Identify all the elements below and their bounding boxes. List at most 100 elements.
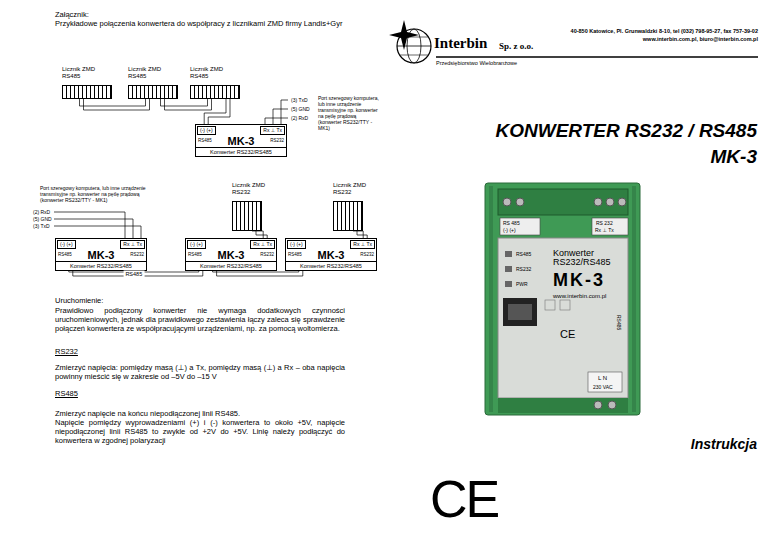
wire: [256, 231, 267, 238]
model-name: MK-3: [218, 249, 245, 261]
port-label: RS232: [260, 252, 274, 258]
meter-heading: Licznik ZMD RS485: [62, 66, 102, 80]
meter-terminal: Licznik ZMD RS485: [62, 66, 112, 99]
text-label: Przedsiębiorstwo Wielobranżowe: [436, 60, 517, 67]
converter-box: (-) (+)Rx ⊥ TxRS485MK-3RS232Konwerter RS…: [55, 238, 147, 271]
port-label: RS485: [288, 252, 302, 258]
meter-heading: Licznik ZMD RS485: [128, 66, 168, 80]
wire: [213, 271, 299, 272]
text-label: Port szeregowy komputera, lub inne urząd…: [318, 95, 380, 131]
name-row: RS485 MK-3 RS232: [196, 135, 286, 147]
terminal-label: Rx ⊥ Tx: [120, 240, 145, 249]
text-label: Sp. z o.o.: [499, 41, 533, 52]
terminal-label: (-) (+): [197, 126, 216, 135]
terminal-label: (-) (+): [187, 240, 206, 249]
meter-terminal: Licznik ZMD RS485: [128, 66, 178, 99]
text-label: Konwerter RS232/RS485: [553, 249, 625, 268]
wire: [161, 99, 208, 106]
text-label: KONWERTER RS232 / RS485: [495, 120, 757, 143]
text-label: www.interbin.com.pl, biuro@interbin.com.…: [643, 36, 758, 43]
text-label: Rx ⊥ Tx: [595, 227, 614, 233]
text-label: (2) RxD: [33, 209, 50, 215]
wire: [252, 231, 263, 238]
terminal-block: [190, 85, 240, 99]
text-label: CE: [430, 468, 498, 530]
company-logo: [389, 20, 431, 63]
wire: [357, 231, 367, 238]
text-label: www.interbin.com.pl: [553, 293, 606, 300]
text-label: PWR: [516, 281, 528, 287]
text-label: RS232: [516, 266, 531, 272]
header-rule: [436, 56, 758, 58]
converter-box: (-) (+)Rx ⊥ TxRS485MK-3RS232Konwerter RS…: [185, 238, 277, 271]
terminal-label: (-) (+): [57, 240, 76, 249]
name-row: RS485 MK-3 RS232: [56, 249, 146, 261]
port-label: RS232: [270, 138, 284, 144]
wire-pair: [252, 231, 267, 238]
text-label: Zmierzyć napięcia: pomiędzy masą (⊥) a T…: [55, 363, 345, 381]
terminal-row: (-) (+) Rx ⊥ Tx: [196, 125, 286, 135]
model-name: MK-3: [318, 249, 345, 261]
terminal-row: (-) (+)Rx ⊥ Tx: [186, 239, 276, 249]
terminal-label: Rx ⊥ Tx: [350, 240, 375, 249]
port-label: RS232: [130, 252, 144, 258]
text-label: Uruchomienie:: [55, 296, 103, 305]
text-label: Interbin: [434, 34, 487, 52]
terminal-label: (-) (+): [287, 240, 306, 249]
port-label: RS232: [360, 252, 374, 258]
device-photo: [485, 183, 640, 415]
text-label: (5) GND: [33, 216, 52, 222]
meter-terminal: Licznik ZMD RS232: [333, 182, 373, 231]
text-label: RS485: [516, 251, 531, 257]
text-label: (2) RxD: [291, 115, 308, 121]
text-label: MK-3: [553, 270, 605, 292]
text-label: RS485: [616, 315, 622, 330]
port-label: RS485: [58, 252, 72, 258]
terminal-row: (-) (+) Rx ⊥ Tx: [286, 239, 376, 249]
text-label: MK-3: [711, 146, 757, 169]
meter-heading: Licznik ZMD RS232: [333, 182, 373, 196]
text-label: Przykładowe połączenia konwertera do wsp…: [55, 19, 342, 28]
name-row: RS485MK-3RS232: [186, 249, 276, 261]
text-label: Załącznik:: [55, 10, 89, 19]
caption-row: Konwerter RS232/RS485: [186, 261, 276, 270]
device-caption: Konwerter RS232/RS485: [210, 149, 272, 155]
meter-heading: Licznik ZMD RS232: [232, 182, 272, 196]
text-label: RS485: [55, 389, 78, 398]
leader-wires: [54, 100, 288, 238]
wire: [217, 271, 303, 276]
terminal-block: [232, 201, 262, 231]
text-label: 40-850 Katowice, Pl. Grunwaldzki 8-10, t…: [571, 28, 758, 35]
model-name: MK-3: [88, 249, 115, 261]
text-label: CE: [560, 328, 575, 341]
wire-pair: [204, 99, 230, 124]
text-label: RS 485: [503, 220, 520, 226]
meter-terminal: Licznik ZMD RS232: [232, 182, 272, 231]
text-label: L N: [598, 375, 607, 382]
text-label: RS232: [55, 347, 78, 356]
text-label: (-) (+): [503, 227, 516, 233]
text-label: (5) GND: [291, 106, 310, 112]
port-label: RS485: [198, 138, 212, 144]
text-label: RS 232: [596, 220, 613, 226]
wire: [353, 231, 363, 238]
terminal-label: Rx ⊥ Tx: [260, 126, 285, 135]
meter-terminal: Licznik ZMD RS485: [190, 66, 240, 99]
wire: [84, 99, 150, 110]
text-label: Instrukcja: [691, 436, 757, 453]
text-label: Port szeregowy komputera, lub inne urząd…: [40, 185, 160, 203]
wire-pair: [80, 99, 150, 110]
device-caption: Konwerter RS232/RS485: [200, 263, 262, 269]
terminal-block: [62, 85, 112, 99]
terminal-block: [128, 85, 178, 99]
text-label: Prawidłowo podłączony konwerter nie wyma…: [55, 306, 345, 333]
meter-heading: Licznik ZMD RS485: [190, 66, 230, 80]
model-name: MK-3: [228, 135, 255, 147]
caption-row: Konwerter RS232/RS485: [196, 147, 286, 156]
device-caption: Konwerter RS232/RS485: [300, 263, 362, 269]
text-label: Zmierzyć napięcie na końcu niepodłączone…: [55, 409, 345, 418]
wire: [80, 99, 146, 106]
text-label: (3) TxD: [291, 97, 308, 103]
